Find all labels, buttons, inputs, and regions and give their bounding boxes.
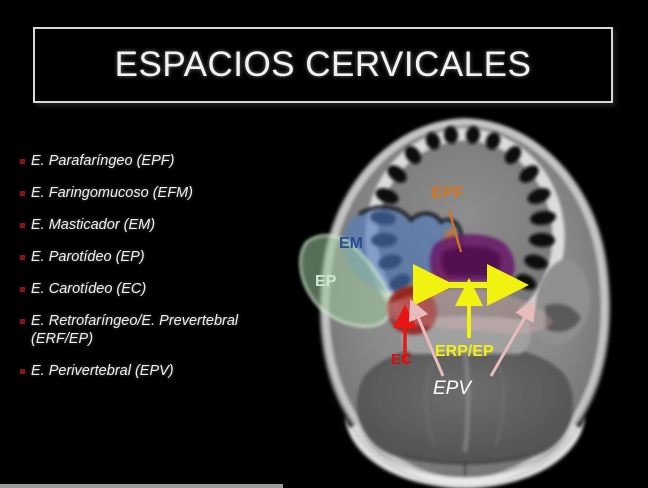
page-title: ESPACIOS CERVICALES [114,45,532,84]
cervical-spaces-list: E. Parafaríngeo (EPF) E. Faringomucoso (… [15,152,277,394]
list-item-label: E. Parotídeo (EP) [31,249,145,265]
bullet-square-icon [20,191,25,196]
annotation-epv: EPV [408,298,535,399]
list-item: E. Parafaríngeo (EPF) [15,152,277,170]
annotation-label-epv: EPV [433,378,473,399]
list-item: E. Faringomucoso (EFM) [15,184,277,202]
annotation-erp-ep: ERP/EP [413,264,529,360]
annotation-label-ec: EC [391,351,412,368]
bullet-square-icon [20,369,25,374]
list-item-label: E. Perivertebral (EPV) [31,363,174,379]
bullet-square-icon [20,223,25,228]
list-item-label: E. Masticador (EM) [31,217,156,233]
title-box: ESPACIOS CERVICALES [33,27,613,103]
list-item: E. Carotídeo (EC) [15,280,277,298]
bullet-square-icon [20,287,25,292]
list-item: E. Retrofaríngeo/E. Prevertebral (ERF/EP… [15,312,277,348]
annotation-label-erp-ep: ERP/EP [435,343,494,360]
list-item: E. Parotídeo (EP) [15,248,277,266]
region-parotid-space [299,234,393,328]
mri-axial-image: EPF EM EP ERP/EP EC EPV [283,110,648,488]
annotation-label-epf: EPF [431,183,464,202]
list-item-label: E. Carotídeo (EC) [31,281,147,297]
annotation-label-em: EM [339,235,363,252]
slide-bottom-strip [0,484,283,488]
list-item: E. Masticador (EM) [15,216,277,234]
annotation-ec: EC [391,304,417,368]
list-item-label: E. Parafaríngeo (EPF) [31,153,175,169]
annotation-epf: EPF [431,183,464,253]
bullet-square-icon [20,159,25,164]
bullet-square-icon [20,255,25,260]
annotation-label-ep: EP [315,273,337,290]
list-item: E. Perivertebral (EPV) [15,362,277,380]
list-item-label: E. Faringomucoso (EFM) [31,185,193,201]
list-item-label: E. Retrofaríngeo/E. Prevertebral (ERF/EP… [31,313,239,347]
mri-scan-graphic: EPF EM EP ERP/EP EC EPV [283,110,648,488]
bullet-square-icon [20,319,25,324]
